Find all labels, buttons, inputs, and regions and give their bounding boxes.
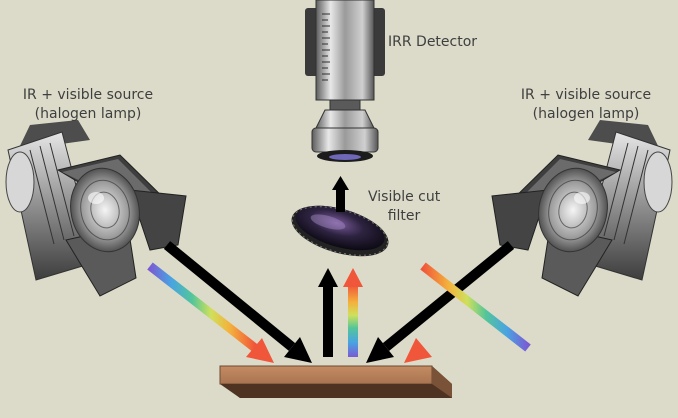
left-source-label: IR + visible source (halogen lamp) [8, 86, 168, 124]
reflected-ir-arrow [318, 268, 338, 357]
right-source-label-line2: (halogen lamp) [532, 106, 640, 122]
reflected-visible-arrow [343, 268, 363, 357]
left-source-label-line1: IR + visible source [22, 87, 154, 103]
right-source-label-line1: IR + visible source [520, 87, 652, 103]
visible-cut-filter-icon [291, 205, 389, 257]
right-spotlight-icon [491, 120, 673, 297]
right-visible-arrow [404, 262, 531, 363]
left-ir-arrow [163, 241, 312, 363]
filter-label-line2: filter [387, 208, 421, 224]
filter-label: Visible cut filter [368, 188, 440, 226]
left-visible-arrow [147, 262, 274, 363]
filter-label-line1: Visible cut [368, 189, 441, 205]
left-source-label-line2: (halogen lamp) [34, 106, 142, 122]
left-spotlight-icon [5, 120, 187, 297]
irr-detector-icon [305, 0, 385, 162]
sample-panel [219, 365, 452, 398]
right-source-label: IR + visible source (halogen lamp) [506, 86, 666, 124]
detector-label: IRR Detector [388, 34, 478, 50]
ir-arrow-to-detector [332, 176, 349, 212]
right-ir-arrow [366, 241, 515, 363]
